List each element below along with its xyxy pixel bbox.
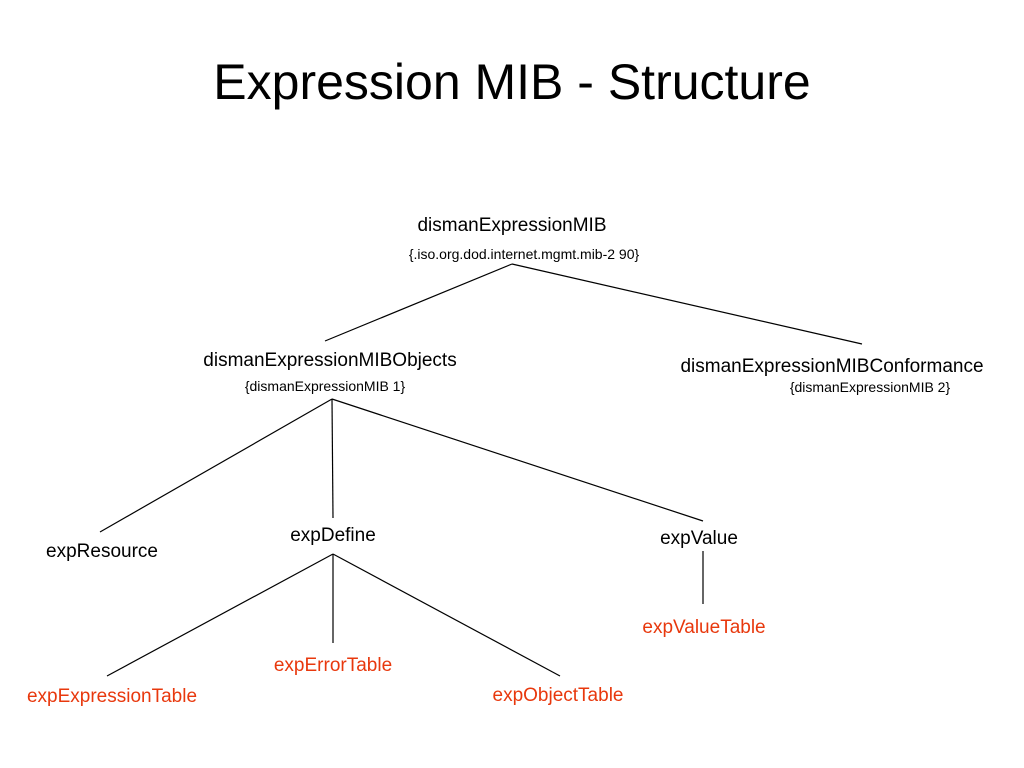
edge-root-conformance	[511, 263, 863, 345]
node-root-oid: {.iso.org.dod.internet.mgmt.mib-2 90}	[408, 246, 640, 262]
node-root-name: dismanExpressionMIB	[417, 215, 607, 236]
node-objects-name: dismanExpressionMIBObjects	[203, 350, 457, 371]
node-exp-value: expValue	[660, 528, 738, 549]
edge-objects-define	[331, 398, 334, 519]
node-exp-expression-table: expExpressionTable	[26, 686, 198, 707]
node-exp-object-table: expObjectTable	[492, 685, 624, 706]
edge-objects-value	[331, 398, 704, 522]
node-exp-error-table: expErrorTable	[273, 655, 393, 676]
edge-root-objects	[324, 263, 513, 342]
node-exp-value-table: expValueTable	[642, 617, 766, 638]
node-conformance-name: dismanExpressionMIBConformance	[680, 356, 984, 377]
edge-define-objecttable	[332, 553, 561, 677]
slide-title: Expression MIB - Structure	[213, 54, 811, 110]
edge-objects-resource	[99, 398, 333, 533]
node-objects-oid: {dismanExpressionMIB 1}	[244, 378, 406, 394]
node-exp-resource: expResource	[46, 541, 158, 562]
node-exp-define: expDefine	[290, 525, 376, 546]
edge-define-expressiontable	[106, 553, 334, 677]
node-conformance-oid: {dismanExpressionMIB 2}	[789, 379, 951, 395]
